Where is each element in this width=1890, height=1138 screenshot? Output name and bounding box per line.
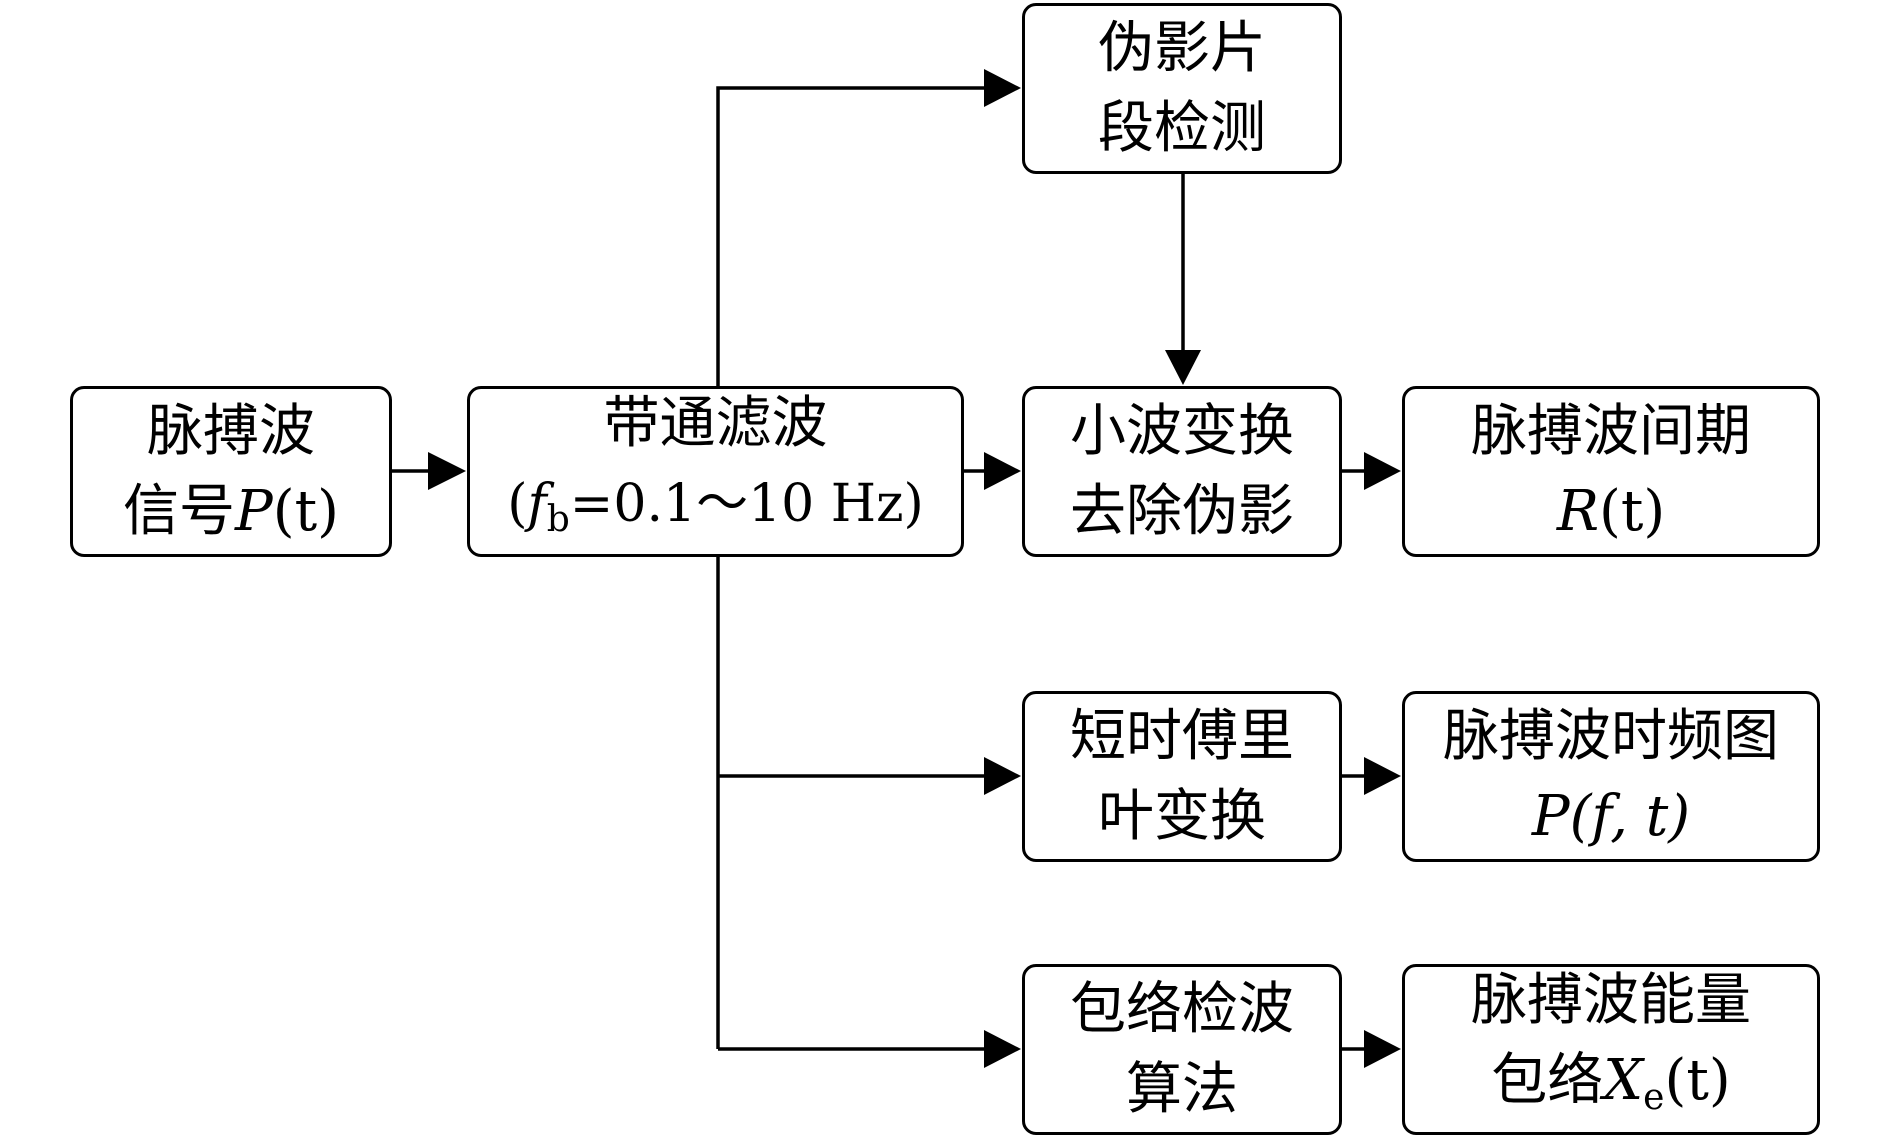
edge-bandpass-to-artifact-detect: [716, 69, 1021, 386]
node-bandpass-filter: 带通滤波 (fb=0.1～10 Hz): [467, 386, 964, 557]
node-pulse-wave-signal-line2: 信号P(t): [123, 472, 339, 552]
node-bandpass-filter-line2: (fb=0.1～10 Hz): [507, 464, 924, 560]
edge-stft-to-spectrogram: [1342, 757, 1401, 795]
symbol-R: R: [1556, 478, 1599, 544]
node-bandpass-filter-line1: 带通滤波: [603, 390, 828, 456]
node-spectrogram-line1: 脉搏波时频图: [1443, 703, 1779, 769]
edge-envelope-to-energy: [1342, 1030, 1401, 1068]
symbol-P: P: [1531, 783, 1570, 849]
node-pulse-wave-signal-line1: 脉搏波: [147, 398, 315, 464]
edge-signal-to-bandpass: [392, 452, 466, 490]
node-energy-text: 包络: [1491, 1048, 1604, 1113]
subscript-e: e: [1643, 1077, 1665, 1118]
node-wavelet-line2: 去除伪影: [1070, 478, 1294, 544]
node-pulse-interval-line1: 脉搏波间期: [1471, 398, 1751, 464]
frequency-range: =0.1～10 Hz): [569, 473, 924, 534]
node-pulse-spectrogram: 脉搏波时频图 P(f, t): [1402, 691, 1820, 862]
node-artifact-detect-line2: 段检测: [1098, 95, 1266, 161]
node-pulse-energy-envelope: 脉搏波能量 包络Xe(t): [1402, 964, 1820, 1135]
symbol-t-arg: (t): [272, 478, 339, 544]
edge-bandpass-to-envelope: [718, 1030, 1021, 1068]
node-envelope-line2: 算法: [1126, 1056, 1238, 1122]
node-spectrogram-line2: P(f, t): [1532, 777, 1690, 857]
node-pulse-interval-line2: R(t): [1557, 472, 1665, 552]
subscript-b: b: [546, 498, 570, 540]
node-pulse-wave-signal: 脉搏波 信号P(t): [70, 386, 392, 557]
edge-artifact-detect-to-wavelet: [1165, 174, 1201, 385]
node-artifact-detect-line1: 伪影片: [1098, 15, 1266, 81]
node-wavelet-artifact-removal: 小波变换 去除伪影: [1022, 386, 1342, 557]
node-wavelet-line1: 小波变换: [1070, 398, 1294, 464]
node-pulse-wave-signal-text: 信号: [123, 478, 236, 544]
edge-bandpass-to-stft: [718, 757, 1021, 795]
symbol-P: P: [235, 478, 273, 544]
edge-wavelet-to-interval: [1342, 452, 1401, 490]
paren-open: (: [507, 473, 528, 534]
node-energy-line1: 脉搏波能量: [1471, 968, 1751, 1033]
symbol-X: X: [1603, 1048, 1644, 1113]
node-artifact-segment-detection: 伪影片 段检测: [1022, 3, 1342, 174]
node-envelope-detection: 包络检波 算法: [1022, 964, 1342, 1135]
node-stft-line1: 短时傅里: [1070, 703, 1294, 769]
node-energy-line2: 包络Xe(t): [1491, 1041, 1730, 1138]
symbol-t-arg: (t): [1598, 478, 1666, 544]
symbol-t-arg: (t): [1664, 1048, 1731, 1113]
symbol-f-t-args: (f, t): [1569, 783, 1691, 849]
symbol-f: f: [527, 473, 547, 534]
edge-bandpass-to-wavelet: [964, 452, 1021, 490]
node-stft-line2: 叶变换: [1098, 783, 1266, 849]
node-envelope-line1: 包络检波: [1070, 976, 1294, 1042]
node-short-time-fourier-transform: 短时傅里 叶变换: [1022, 691, 1342, 862]
node-pulse-interval: 脉搏波间期 R(t): [1402, 386, 1820, 557]
